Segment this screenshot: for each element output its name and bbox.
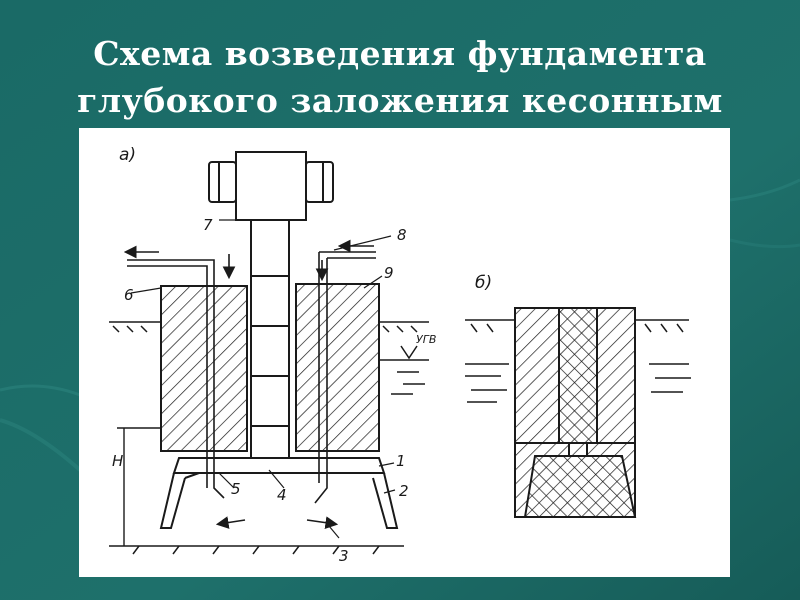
caisson-diagram-figure: а) 7 8 6 9 1 2 3 4 5 H УГВ б) xyxy=(79,128,730,577)
callout-3: 3 xyxy=(339,547,349,565)
airlock-chamber xyxy=(208,151,334,221)
callout-2: 2 xyxy=(399,482,409,500)
ground-line-left xyxy=(109,321,161,333)
height-dimension xyxy=(117,427,161,546)
panel-a: а) 7 8 6 9 1 2 3 4 5 H УГВ xyxy=(109,145,436,565)
masonry-right xyxy=(295,283,380,452)
panel-b-ground xyxy=(465,319,689,333)
panel-b-water xyxy=(465,363,691,403)
callout-1: 1 xyxy=(396,452,406,470)
callout-5: 5 xyxy=(231,480,241,498)
callout-4: 4 xyxy=(277,486,287,504)
caisson-chamber xyxy=(159,457,399,529)
panel-b-caisson xyxy=(514,442,637,518)
ground-line-bottom xyxy=(109,545,404,555)
access-shaft xyxy=(250,220,290,458)
water-level-label: УГВ xyxy=(416,333,436,346)
height-label: H xyxy=(112,452,123,470)
callout-6: 6 xyxy=(124,286,134,304)
air-supply-pipes xyxy=(127,251,376,504)
slide-title-line-2: глубокого заложения кесонным xyxy=(77,81,723,120)
slide-title-line-1: Схема возведения фундамента xyxy=(93,34,707,73)
caisson-diagram: а) 7 8 6 9 1 2 3 4 5 H УГВ б) xyxy=(109,145,691,565)
panel-b: б) xyxy=(465,273,691,518)
panel-b-label: б) xyxy=(475,273,492,293)
slide-title: Схема возведения фундамента глубокого за… xyxy=(0,30,800,124)
masonry-left xyxy=(160,285,248,452)
water-level-marker xyxy=(379,345,429,395)
callout-9: 9 xyxy=(384,264,394,282)
flow-arrows xyxy=(123,239,374,529)
callout-leaders xyxy=(130,219,396,539)
pier-masonry xyxy=(514,307,636,444)
ground-line-right xyxy=(379,321,429,333)
callout-7: 7 xyxy=(203,216,213,234)
panel-a-label: а) xyxy=(119,145,136,165)
callout-8: 8 xyxy=(397,226,407,244)
